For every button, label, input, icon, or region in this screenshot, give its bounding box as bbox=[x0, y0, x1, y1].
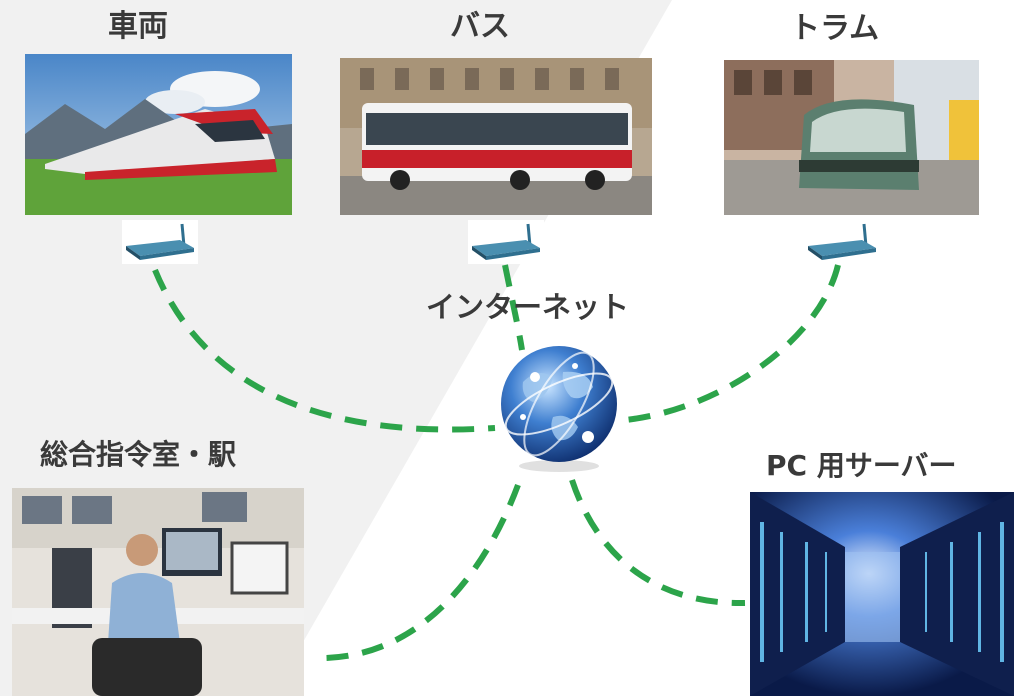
link-internet-server bbox=[569, 479, 746, 607]
link-tram-internet bbox=[624, 264, 841, 423]
bus-label: バス bbox=[450, 9, 510, 44]
tram-image bbox=[724, 60, 979, 215]
bus-image bbox=[340, 58, 652, 215]
server-label: PC 用サーバー bbox=[766, 449, 957, 482]
link-vehicle-internet bbox=[152, 268, 496, 433]
router-icon bbox=[804, 220, 880, 264]
link-bus-internet bbox=[502, 264, 525, 351]
router-icon bbox=[468, 220, 544, 264]
tram-label: トラム bbox=[790, 11, 880, 46]
link-internet-control bbox=[324, 483, 521, 661]
internet-label: インターネット bbox=[426, 290, 630, 324]
control-room-label: 総合指令室・駅 bbox=[40, 438, 237, 471]
globe-icon bbox=[493, 342, 625, 474]
vehicle-label: 車両 bbox=[108, 9, 168, 44]
router-icon bbox=[122, 220, 198, 264]
server-room-image bbox=[750, 492, 1014, 696]
train-image bbox=[25, 54, 292, 215]
control-room-image bbox=[12, 488, 304, 696]
